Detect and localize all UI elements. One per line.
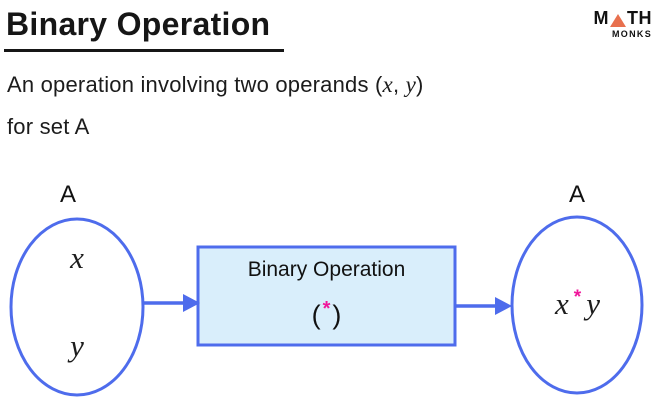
right-set-ellipse bbox=[510, 215, 644, 395]
page-title: Binary Operation bbox=[4, 5, 285, 53]
operand-y: y bbox=[405, 72, 416, 97]
logo-subtext: MONKS bbox=[612, 29, 652, 39]
description-line1-prefix: An operation involving two operands ( bbox=[7, 72, 383, 97]
operation-box-title: Binary Operation bbox=[247, 258, 406, 281]
operand-separator: , bbox=[392, 72, 406, 97]
left-set-label: A bbox=[59, 181, 76, 208]
left-set-ellipse bbox=[9, 217, 145, 397]
operation-box bbox=[196, 245, 457, 347]
binary-operation-diagram bbox=[9, 215, 644, 397]
description: An operation involving two operands (x, … bbox=[7, 64, 424, 148]
description-line-2: for set A bbox=[7, 114, 90, 139]
left-arrow-head bbox=[183, 294, 200, 312]
result-operand-x: x bbox=[555, 286, 569, 321]
math-monks-logo: M TH MONKS bbox=[594, 9, 653, 39]
operand-x: x bbox=[382, 72, 393, 97]
paren-close: ) bbox=[332, 300, 342, 330]
result-expression: x*y bbox=[512, 288, 643, 319]
right-set-label: A bbox=[568, 181, 585, 208]
result-operand-y: y bbox=[586, 286, 600, 321]
logo-triangle-icon bbox=[610, 14, 626, 27]
description-line-1: An operation involving two operands (x, … bbox=[7, 64, 424, 106]
paren-open: ( bbox=[311, 300, 321, 330]
right-arrow-head bbox=[495, 297, 512, 315]
operation-box-operator: (*) bbox=[198, 297, 455, 331]
star-operator: * bbox=[322, 298, 331, 320]
logo-word: M TH bbox=[594, 9, 653, 27]
logo-word-prefix: M bbox=[593, 8, 609, 28]
logo-word-suffix: TH bbox=[627, 8, 652, 28]
left-set-element-x: x bbox=[70, 240, 84, 275]
description-line1-suffix: ) bbox=[415, 72, 424, 97]
left-set-element-y: y bbox=[70, 328, 84, 363]
result-star-operator: * bbox=[573, 287, 582, 308]
